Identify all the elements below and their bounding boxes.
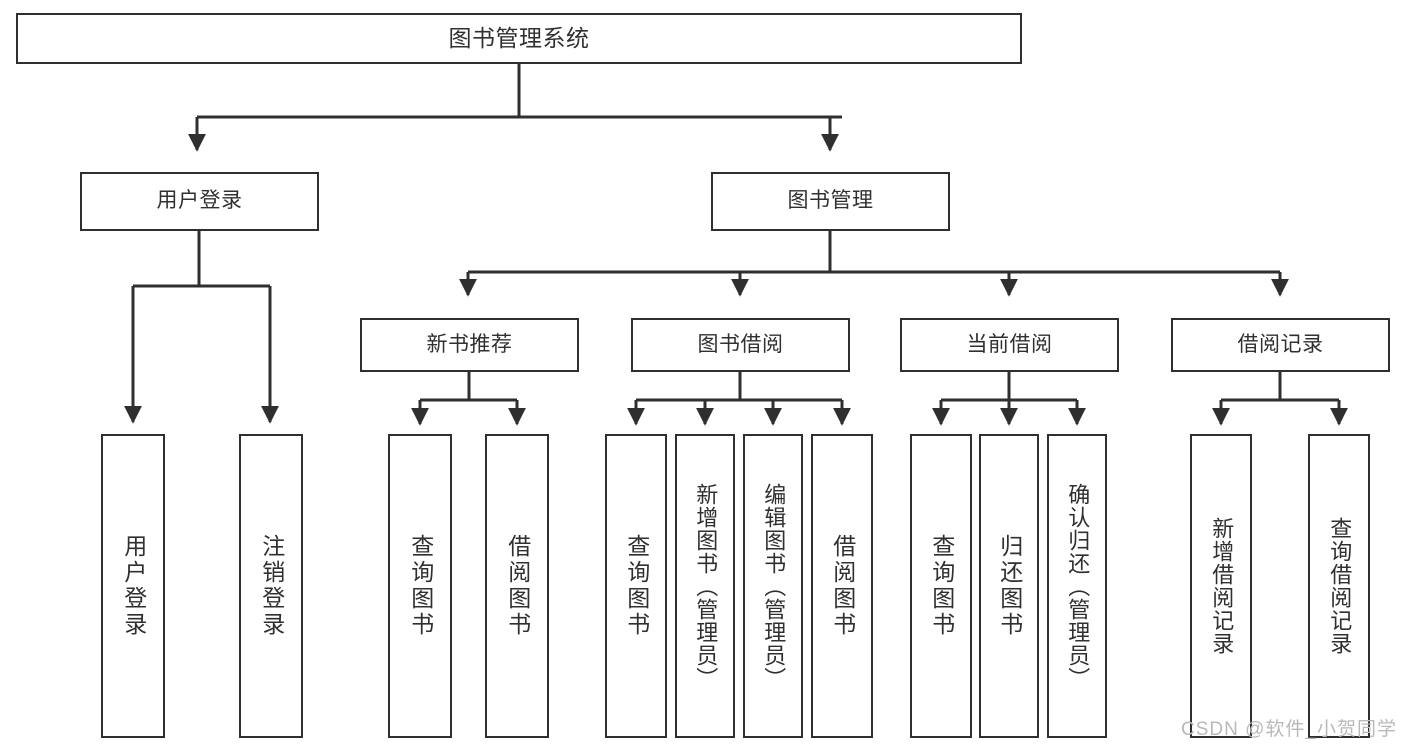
leaf-query-books-borrow-label: 查询图书 xyxy=(623,534,650,638)
leaf-logout[interactable]: 注销登录 xyxy=(239,434,303,738)
leaf-logout-label: 注销登录 xyxy=(258,534,285,638)
leaf-query-books-current[interactable]: 查询图书 xyxy=(910,434,972,738)
node-current-borrow-label: 当前借阅 xyxy=(966,332,1053,356)
leaf-borrow-books-recommend-label: 借阅图书 xyxy=(504,534,531,638)
leaf-query-books-recommend[interactable]: 查询图书 xyxy=(388,434,452,738)
node-book-management[interactable]: 图书管理 xyxy=(711,172,950,231)
leaf-user-login-label: 用户登录 xyxy=(120,534,147,638)
leaf-query-books-borrow[interactable]: 查询图书 xyxy=(605,434,667,738)
leaf-query-borrow-record-label: 查询借阅记录 xyxy=(1327,517,1353,655)
leaf-confirm-return-admin[interactable]: 确认归还（管理员） xyxy=(1047,434,1107,738)
leaf-borrow-books-borrow[interactable]: 借阅图书 xyxy=(811,434,873,738)
leaf-add-borrow-record[interactable]: 新增借阅记录 xyxy=(1190,434,1252,738)
node-book-management-label: 图书管理 xyxy=(787,189,874,213)
node-user-login[interactable]: 用户登录 xyxy=(80,172,319,231)
node-book-borrow-label: 图书借阅 xyxy=(697,332,784,356)
leaf-add-borrow-record-label: 新增借阅记录 xyxy=(1209,517,1235,655)
node-new-book-recommend[interactable]: 新书推荐 xyxy=(360,318,579,372)
leaf-borrow-books-recommend[interactable]: 借阅图书 xyxy=(485,434,549,738)
leaf-query-books-current-label: 查询图书 xyxy=(928,534,955,638)
node-user-login-label: 用户登录 xyxy=(156,189,243,213)
node-borrow-records-label: 借阅记录 xyxy=(1237,332,1324,356)
leaf-edit-book-admin[interactable]: 编辑图书（管理员） xyxy=(743,434,803,738)
node-book-borrow[interactable]: 图书借阅 xyxy=(631,318,850,372)
leaf-return-books[interactable]: 归还图书 xyxy=(979,434,1039,738)
watermark: CSDN @软件_小贺同学 xyxy=(1181,719,1397,740)
leaf-query-borrow-record[interactable]: 查询借阅记录 xyxy=(1308,434,1370,738)
node-root-label: 图书管理系统 xyxy=(448,24,590,51)
leaf-confirm-return-admin-label: 确认归还（管理员） xyxy=(1065,482,1091,690)
node-new-book-recommend-label: 新书推荐 xyxy=(426,332,513,356)
leaf-return-books-label: 归还图书 xyxy=(996,534,1023,638)
leaf-add-book-admin[interactable]: 新增图书（管理员） xyxy=(675,434,735,738)
node-borrow-records[interactable]: 借阅记录 xyxy=(1171,318,1390,372)
leaf-add-book-admin-label: 新增图书（管理员） xyxy=(693,482,719,690)
leaf-query-books-recommend-label: 查询图书 xyxy=(407,534,434,638)
leaf-borrow-books-borrow-label: 借阅图书 xyxy=(829,534,856,638)
node-root[interactable]: 图书管理系统 xyxy=(16,13,1022,64)
leaf-user-login[interactable]: 用户登录 xyxy=(101,434,165,738)
node-current-borrow[interactable]: 当前借阅 xyxy=(900,318,1119,372)
leaf-edit-book-admin-label: 编辑图书（管理员） xyxy=(761,482,787,690)
